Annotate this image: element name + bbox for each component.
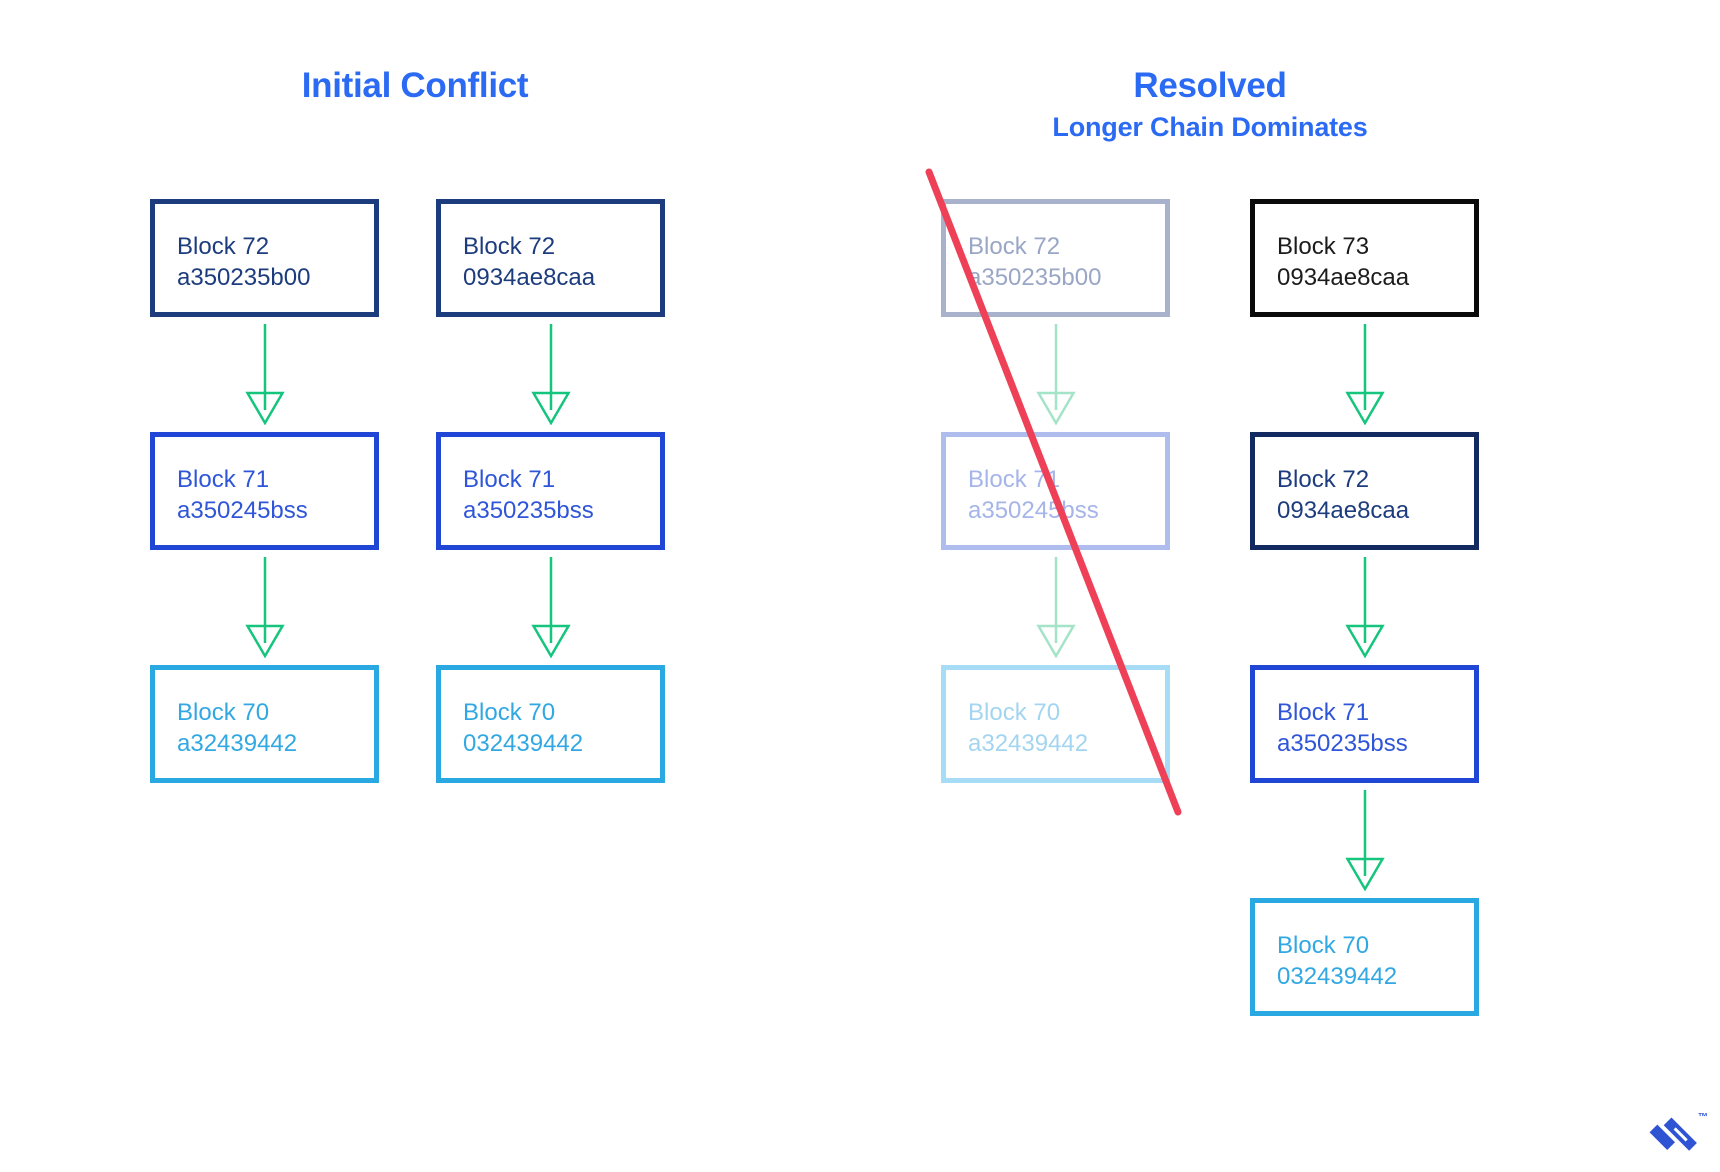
block-label: Block 72 — [968, 233, 1061, 260]
down-arrow-icon — [244, 324, 285, 425]
toptal-logo-icon: ™ — [1649, 1112, 1708, 1151]
block-hash: a350235b00 — [177, 264, 311, 291]
block-node: Block 73 0934ae8caa — [1250, 199, 1479, 317]
down-arrow-icon — [1344, 557, 1385, 658]
block-node: Block 70 a32439442 — [941, 665, 1170, 783]
right-panel-title: Resolved — [1133, 66, 1287, 105]
down-arrow-icon — [530, 557, 571, 658]
block-node: Block 72 0934ae8caa — [436, 199, 665, 317]
block-hash: a350245bss — [968, 497, 1099, 524]
block-label: Block 70 — [968, 699, 1061, 726]
block-hash: a350235b00 — [968, 264, 1102, 291]
block-hash: 032439442 — [463, 730, 584, 757]
block-node: Block 71 a350245bss — [941, 432, 1170, 550]
block-hash: 0934ae8caa — [1277, 264, 1410, 291]
block-node: Block 72 0934ae8caa — [1250, 432, 1479, 550]
block-label: Block 71 — [1277, 699, 1370, 726]
down-arrow-icon — [530, 324, 571, 425]
block-node: Block 72 a350235b00 — [941, 199, 1170, 317]
down-arrow-icon — [1035, 557, 1076, 658]
block-label: Block 72 — [463, 233, 556, 260]
left-panel-title: Initial Conflict — [301, 66, 529, 105]
block-node: Block 72 a350235b00 — [150, 199, 379, 317]
block-hash: a32439442 — [968, 730, 1089, 757]
block-hash: a350245bss — [177, 497, 308, 524]
down-arrow-icon — [1344, 790, 1385, 891]
block-node: Block 71 a350245bss — [150, 432, 379, 550]
block-hash: 032439442 — [1277, 963, 1398, 990]
block-label: Block 70 — [1277, 932, 1370, 959]
down-arrow-icon — [1344, 324, 1385, 425]
down-arrow-icon — [244, 557, 285, 658]
block-hash: a350235bss — [1277, 730, 1408, 757]
block-hash: a32439442 — [177, 730, 298, 757]
block-label: Block 73 — [1277, 233, 1370, 260]
block-label: Block 70 — [177, 699, 270, 726]
block-hash: a350235bss — [463, 497, 594, 524]
block-label: Block 72 — [1277, 466, 1370, 493]
block-node: Block 70 032439442 — [436, 665, 665, 783]
down-arrow-icon — [1035, 324, 1076, 425]
block-node: Block 71 a350235bss — [436, 432, 665, 550]
block-node: Block 71 a350235bss — [1250, 665, 1479, 783]
block-label: Block 72 — [177, 233, 270, 260]
block-label: Block 71 — [463, 466, 556, 493]
right-panel-subtitle: Longer Chain Dominates — [1052, 112, 1368, 142]
block-node: Block 70 032439442 — [1250, 898, 1479, 1016]
block-hash: 0934ae8caa — [1277, 497, 1410, 524]
block-label: Block 70 — [463, 699, 556, 726]
block-label: Block 71 — [968, 466, 1061, 493]
block-label: Block 71 — [177, 466, 270, 493]
trademark-symbol: ™ — [1698, 1112, 1708, 1123]
block-node: Block 70 a32439442 — [150, 665, 379, 783]
block-hash: 0934ae8caa — [463, 264, 596, 291]
